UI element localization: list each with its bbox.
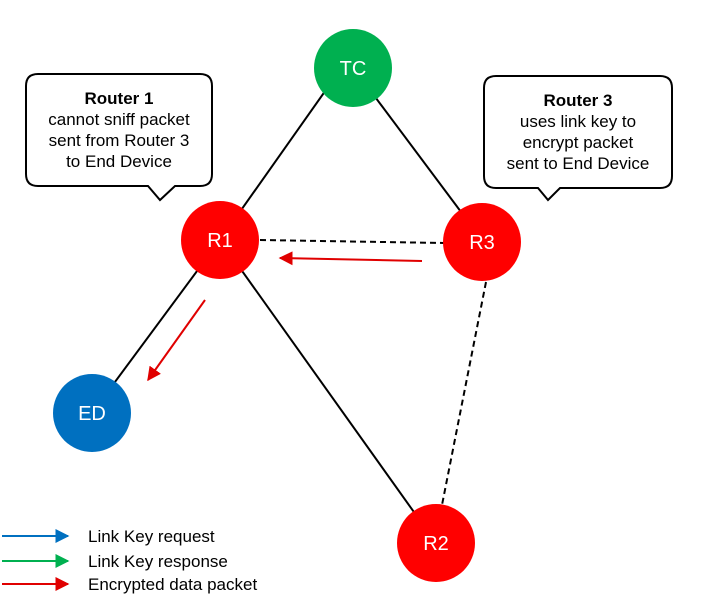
node-r2: R2 — [397, 504, 475, 582]
node-ed: ED — [53, 374, 131, 452]
node-r1-label: R1 — [207, 230, 233, 252]
node-tc: TC — [314, 29, 392, 107]
node-r3-label: R3 — [469, 232, 495, 254]
node-r2-label: R2 — [423, 533, 449, 555]
callout-router3-title: Router 3 — [544, 91, 613, 110]
legend-encrypted-label: Encrypted data packet — [88, 575, 257, 594]
callout-router1-line-2: sent from Router 3 — [49, 131, 190, 150]
callout-router3: Router 3 uses link key to encrypt packet… — [483, 75, 673, 202]
callout-router1-line-3: to End Device — [66, 152, 172, 171]
dashed-link-r3-r2 — [441, 281, 487, 506]
callout-router3-line-3: sent to End Device — [507, 154, 650, 173]
callout-router1-title: Router 1 — [85, 89, 154, 108]
node-tc-label: TC — [340, 58, 367, 80]
node-r3: R3 — [443, 203, 521, 281]
legend-response-label: Link Key response — [88, 552, 228, 571]
callout-router3-line-2: encrypt packet — [523, 133, 634, 152]
callout-router1: Router 1 cannot sniff packet sent from R… — [25, 73, 213, 202]
legend-request-label: Link Key request — [88, 527, 215, 546]
node-ed-label: ED — [78, 403, 106, 425]
link-r1-r2 — [219, 239, 437, 544]
callout-router3-line-1: uses link key to — [520, 112, 636, 131]
dashed-link-r1-r3 — [259, 239, 445, 244]
encrypted-arrow-r1-to-ed — [147, 299, 206, 382]
encrypted-arrow-r3-to-r1 — [278, 251, 423, 266]
callout-router1-line-1: cannot sniff packet — [48, 110, 190, 129]
legend: Link Key request Link Key response Encry… — [2, 527, 257, 594]
node-r1: R1 — [181, 201, 259, 279]
